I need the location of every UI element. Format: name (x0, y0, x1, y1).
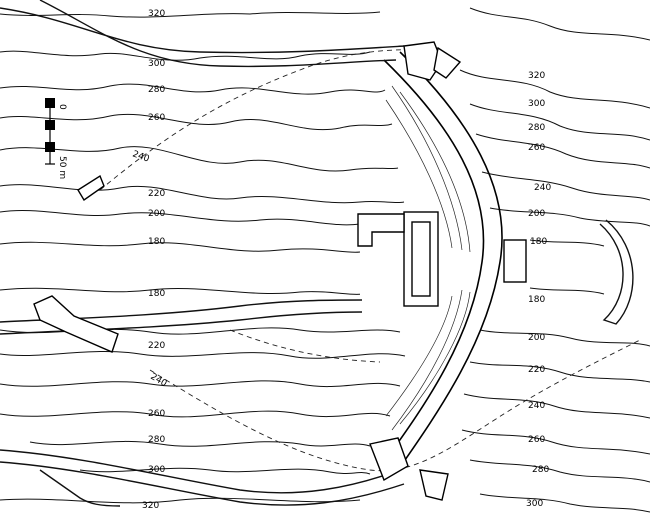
scale-segment-1 (45, 98, 55, 108)
west-small-structure (77, 174, 105, 202)
contour-label: 320 (528, 71, 545, 81)
contour-260-right (475, 133, 650, 169)
powerhouse-annex (411, 221, 431, 297)
contour-240-right (481, 171, 650, 201)
contour-label: 240 (528, 401, 545, 411)
contour-label: 280 (148, 435, 165, 445)
contour-label: 240 (534, 183, 551, 193)
contour-200-right (489, 207, 650, 227)
contour-label: 220 (528, 365, 545, 375)
contour-280-right (469, 103, 650, 141)
contour-220b-left (0, 350, 406, 359)
contours-left (0, 11, 406, 504)
south-abutment-building (369, 437, 409, 482)
dashed-track-mid (229, 329, 381, 363)
road-south-inner (0, 461, 405, 506)
contour-300-left (0, 50, 371, 61)
scale-zero-label: 0 (57, 104, 67, 110)
contour-label: 200 (528, 333, 545, 343)
north-abutment-annex (433, 46, 462, 79)
arch-dam (383, 51, 503, 471)
contour-180-left (0, 241, 361, 253)
road-north-outer (0, 7, 405, 54)
contour-label: 200 (148, 209, 165, 219)
contour-180-right (529, 239, 605, 247)
west-outlet-structure (33, 295, 119, 353)
contour-label: 220 (148, 341, 165, 351)
contour-320-right (469, 7, 650, 41)
dam-crest-inner (383, 59, 485, 463)
contour-label: 280 (528, 123, 545, 133)
contour-label: 180 (530, 237, 547, 247)
contour-280b-left (29, 440, 371, 447)
contour-180b-right (529, 287, 605, 295)
scale-segment-3 (45, 142, 55, 152)
contour-240b-left (0, 380, 401, 388)
contour-240-left (0, 146, 399, 172)
contour-labels: 320 300 280 260 240 220 200 180 180 220 … (131, 9, 551, 511)
scale-distance-label: 50 m (57, 156, 67, 179)
dashed-track-north (99, 49, 431, 191)
contour-label: 180 (148, 289, 165, 299)
spillway-gate (503, 239, 527, 283)
contour-label: 260 (528, 143, 545, 153)
contour-label: 300 (526, 499, 543, 509)
contour-200-left (0, 209, 361, 226)
contour-label: 300 (528, 99, 545, 109)
contour-220-left (0, 184, 405, 204)
intake-block (357, 213, 405, 247)
dam-face-lines (385, 85, 471, 431)
contour-label: 260 (528, 435, 545, 445)
contour-260-left (0, 113, 393, 131)
contour-220b-right (469, 361, 650, 383)
contour-300b-left (79, 467, 371, 475)
road-south-branch (39, 469, 121, 507)
scale-segment-2 (45, 120, 55, 130)
contour-320b-left (0, 497, 361, 504)
east-arc-track (599, 219, 634, 325)
contour-label: 320 (148, 9, 165, 19)
contour-320-left (0, 11, 381, 18)
road-north-inner (39, 0, 397, 68)
contours-right (459, 7, 650, 513)
contour-label: 200 (528, 209, 545, 219)
contour-label: 280 (532, 465, 549, 475)
contour-label: 240 (131, 149, 151, 164)
contour-260b-right (461, 429, 650, 455)
contour-label: 300 (148, 59, 165, 69)
contour-300b-right (479, 493, 650, 513)
contour-280b-right (469, 459, 650, 483)
contour-label: 320 (142, 501, 159, 511)
structures (33, 41, 634, 501)
contour-label: 260 (148, 113, 165, 123)
contour-280-left (0, 83, 386, 95)
contour-label: 240 (149, 372, 169, 389)
contour-label: 180 (528, 295, 545, 305)
contour-label: 220 (148, 189, 165, 199)
scale-bar: 0 50 m (45, 98, 67, 179)
south-abutment-annex (419, 469, 449, 501)
contour-200b-right (479, 329, 650, 347)
dam-crest-outer (397, 51, 503, 471)
contour-240b-right (463, 393, 650, 419)
contour-300-right (459, 69, 650, 109)
contour-label: 300 (148, 465, 165, 475)
contour-260b-left (0, 410, 391, 418)
contour-label: 180 (148, 237, 165, 247)
contour-180b-left (0, 287, 363, 295)
road-south-outer (0, 449, 401, 494)
contour-label: 280 (148, 85, 165, 95)
contour-label: 260 (148, 409, 165, 419)
